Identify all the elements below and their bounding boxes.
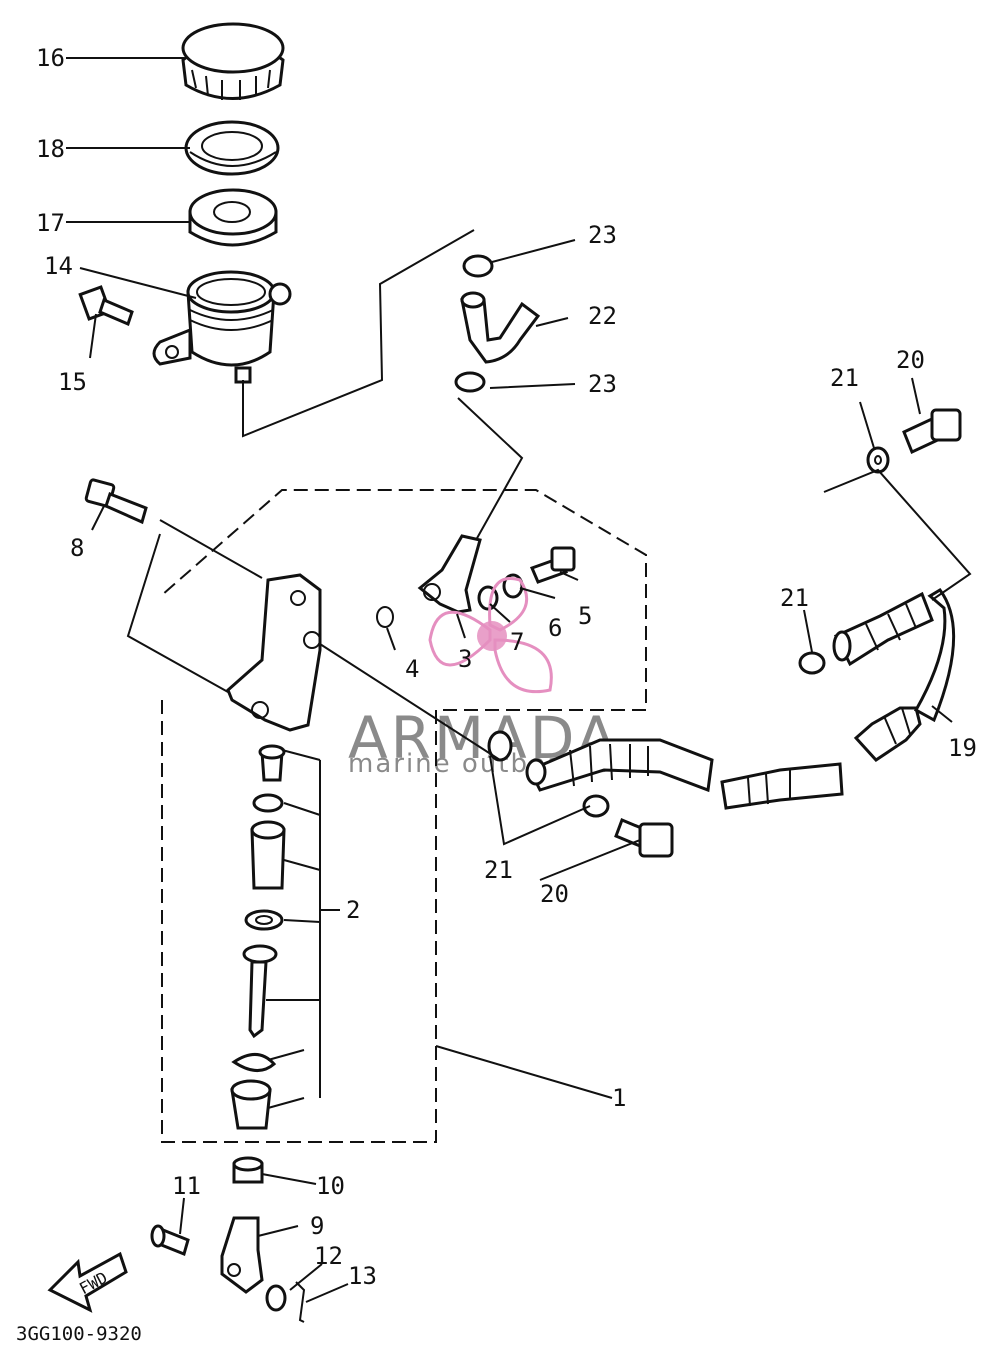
callout-18: 18 — [36, 135, 65, 163]
callout-23-lower: 23 — [588, 370, 617, 398]
reservoir-bolt — [78, 285, 134, 327]
reservoir-cap — [181, 22, 285, 100]
callout-15: 15 — [58, 368, 87, 396]
callout-6: 6 — [548, 614, 562, 642]
callout-12: 12 — [314, 1242, 343, 1270]
callout-3: 3 — [458, 645, 472, 673]
mounting-bolt — [84, 478, 148, 525]
callout-9: 9 — [310, 1212, 324, 1240]
reservoir-tank — [152, 270, 292, 384]
callout-21-middle: 21 — [780, 584, 809, 612]
copper-washer-upper — [866, 446, 890, 474]
plain-washer — [265, 1284, 287, 1312]
callout-1: 1 — [612, 1084, 626, 1112]
assembly-boundary — [161, 489, 647, 1143]
callout-16: 16 — [36, 44, 65, 72]
union-bolt-lower — [614, 818, 674, 858]
callout-23-upper: 23 — [588, 221, 617, 249]
cotter-pin — [295, 1281, 306, 1323]
callout-7: 7 — [510, 628, 524, 656]
inlet-screw — [529, 546, 576, 584]
piston-kit — [230, 744, 286, 1130]
callout-13: 13 — [348, 1262, 377, 1290]
callout-20-upper: 20 — [896, 346, 925, 374]
locknut — [232, 1156, 264, 1184]
clevis — [220, 1216, 264, 1294]
o-ring — [376, 606, 394, 628]
callout-2: 2 — [346, 896, 360, 924]
callout-20-lower: 20 — [540, 880, 569, 908]
callout-22: 22 — [588, 302, 617, 330]
callout-5: 5 — [578, 602, 592, 630]
leader-lines — [66, 57, 972, 1303]
callout-21-lower: 21 — [484, 856, 513, 884]
hose-clamp-lower — [454, 371, 486, 393]
clevis-pin — [150, 1224, 190, 1257]
callout-19: 19 — [948, 734, 977, 762]
brake-hose — [525, 588, 956, 810]
union-bolt-upper — [902, 408, 962, 455]
callout-21-upper: 21 — [830, 364, 859, 392]
reservoir-hose — [460, 291, 541, 364]
fwd-arrow: FWD — [47, 1251, 128, 1313]
callout-11: 11 — [172, 1172, 201, 1200]
diaphragm-holder — [184, 120, 280, 176]
diagram-code: 3GG100-9320 — [16, 1323, 142, 1345]
callout-4: 4 — [405, 655, 419, 683]
callout-8: 8 — [70, 534, 84, 562]
watermark-logo — [428, 577, 553, 694]
diaphragm — [188, 188, 278, 247]
inlet-joint — [417, 534, 482, 614]
callout-17: 17 — [36, 209, 65, 237]
master-cylinder-body — [226, 573, 322, 732]
callout-10: 10 — [316, 1172, 345, 1200]
callout-14: 14 — [44, 252, 73, 280]
hose-clamp-upper — [462, 254, 494, 278]
